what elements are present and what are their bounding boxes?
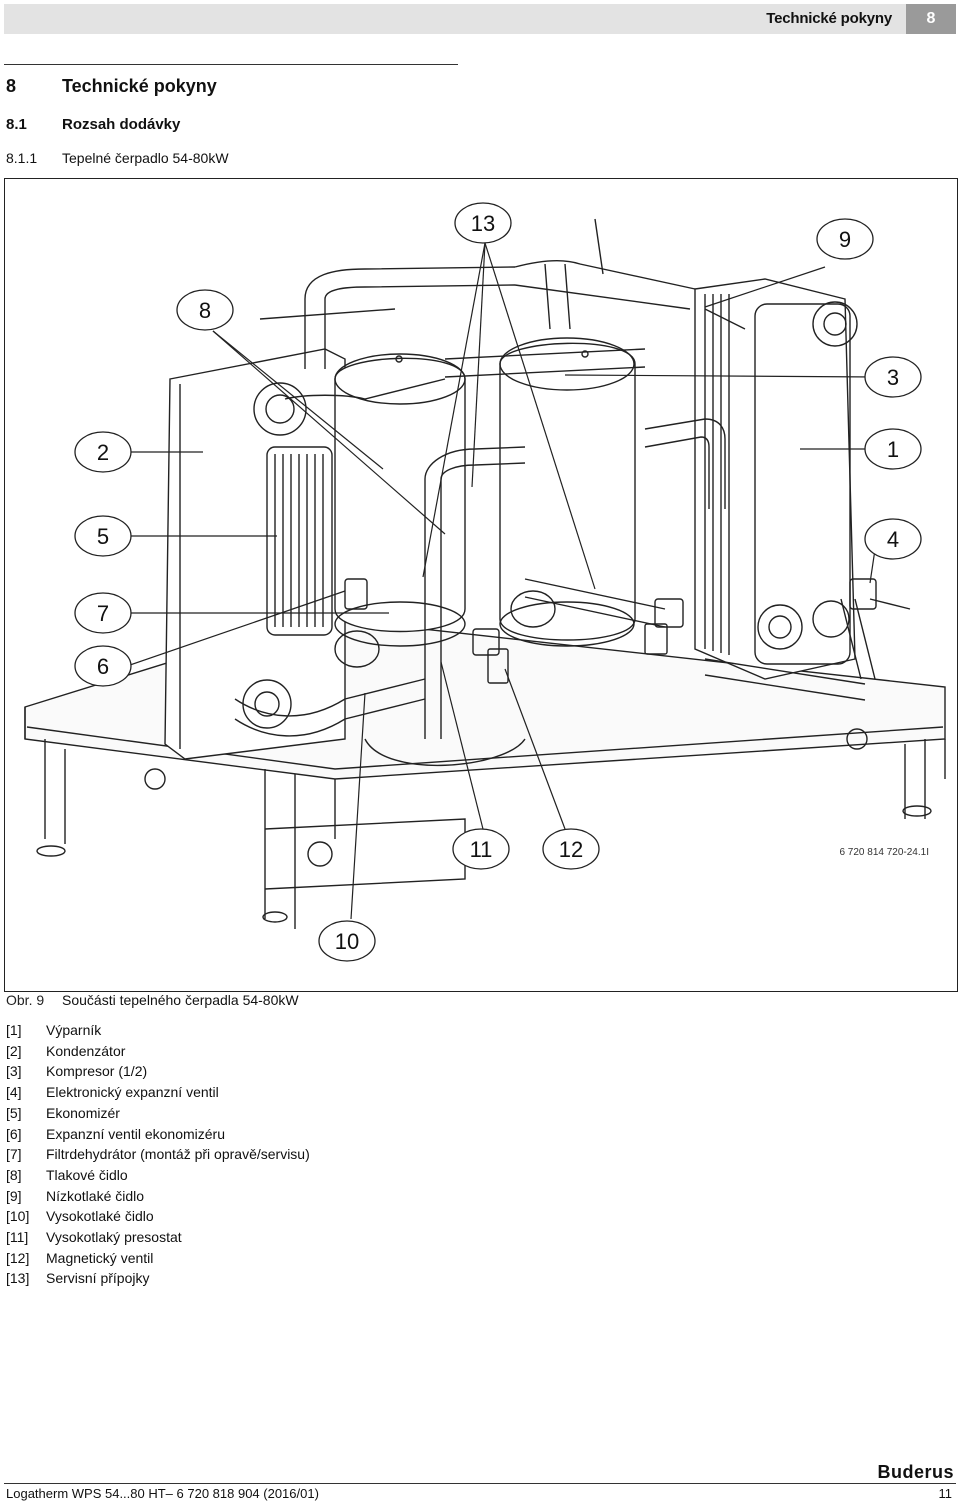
legend-item: [8] Tlakové čidlo [6, 1165, 310, 1186]
legend-text: Vysokotlaké čidlo [46, 1208, 154, 1225]
svg-text:5: 5 [97, 524, 109, 549]
legend-text: Nízkotlaké čidlo [46, 1187, 145, 1204]
callouts: 13 9 8 3 2 1 5 [74, 202, 922, 962]
callout-13: 13 [454, 202, 512, 244]
svg-text:4: 4 [887, 527, 899, 552]
legend-key: [11] [6, 1229, 29, 1246]
figure-code: 6 720 814 720-24.1I [839, 847, 929, 858]
svg-text:13: 13 [471, 211, 495, 236]
legend-key: [8] [6, 1166, 22, 1183]
header-divider [4, 64, 458, 65]
legend-key: [1] [6, 1022, 22, 1038]
legend-item: [2] Kondenzátor [6, 1041, 310, 1062]
svg-text:11: 11 [470, 837, 493, 862]
callout-10: 10 [318, 920, 376, 962]
svg-text:10: 10 [335, 929, 359, 954]
callout-5: 5 [74, 515, 132, 557]
svg-text:1: 1 [887, 437, 899, 462]
legend-text: Výparník [46, 1022, 102, 1038]
callout-7: 7 [74, 592, 132, 634]
callout-1: 1 [864, 428, 922, 470]
subsection-heading: 8.1.1 Tepelné čerpadlo 54-80kW [6, 150, 229, 166]
legend-item: [12] Magnetický ventil [6, 1248, 310, 1269]
chapter-heading-number: 8 [6, 76, 17, 96]
figure-caption-label: Obr. 9 [6, 992, 45, 1008]
callout-6: 6 [74, 645, 132, 687]
page-header: Technické pokyny 8 [0, 0, 960, 38]
svg-text:6: 6 [97, 654, 109, 679]
legend-text: Ekonomizér [46, 1104, 120, 1121]
legend-item: [5] Ekonomizér [6, 1103, 310, 1124]
svg-text:8: 8 [199, 298, 211, 323]
section-heading-number: 8.1 [6, 116, 27, 133]
callout-2: 2 [74, 431, 132, 473]
brand-logo: Buderus [877, 1462, 954, 1482]
legend-key: [12] [6, 1249, 30, 1266]
callout-9: 9 [816, 218, 874, 260]
page-number: 11 [938, 1486, 953, 1501]
legend-item: [13] Servisní přípojky [6, 1268, 310, 1289]
chapter-heading-text: Technické pokyny [62, 76, 217, 96]
legend-text: Kompresor (1/2) [46, 1063, 148, 1080]
legend-key: [9] [6, 1187, 22, 1204]
legend-key: [13] [6, 1270, 30, 1287]
legend-text: Vysokotlaký presostat [46, 1229, 182, 1246]
legend-key: [5] [6, 1104, 22, 1121]
legend-item: [7] Filtrdehydrátor (montáž při opravě/se… [6, 1144, 310, 1165]
legend-text: Servisní přípojky [46, 1270, 150, 1287]
svg-text:2: 2 [97, 440, 109, 465]
legend-item: [6] Expanzní ventil ekonomizéru [6, 1124, 310, 1145]
legend-item: [4] Elektronický expanzní ventil [6, 1082, 310, 1103]
legend-key: [10] [6, 1208, 30, 1225]
legend-text: Tlakové čidlo [46, 1166, 128, 1183]
callout-11: 11 [452, 828, 510, 870]
figure-caption-text: Součásti tepelného čerpadla 54-80kW [62, 992, 299, 1008]
callout-3: 3 [864, 356, 922, 398]
subsection-heading-number: 8.1.1 [6, 150, 38, 166]
component-legend: [1] Výparník [2] Kondenzátor [3] Kompresor … [6, 1020, 310, 1289]
footer-divider [4, 1483, 956, 1484]
legend-text: Kondenzátor [46, 1042, 126, 1059]
machine-line-drawing [24, 218, 946, 929]
legend-text: Magnetický ventil [46, 1249, 154, 1266]
legend-key: [7] [6, 1146, 22, 1163]
svg-text:7: 7 [97, 601, 109, 626]
svg-text:3: 3 [887, 365, 899, 390]
svg-text:12: 12 [559, 837, 583, 862]
svg-text:9: 9 [839, 227, 851, 252]
section-heading: 8.1 Rozsah dodávky [6, 116, 180, 133]
figure-caption: Obr. 9 Součásti tepelného čerpadla 54-80k… [6, 992, 299, 1008]
heat-pump-figure: 13 9 8 3 2 1 5 [4, 178, 958, 992]
heat-pump-drawing: 13 9 8 3 2 1 5 [24, 202, 946, 962]
header-chapter-number: 8 [906, 4, 956, 34]
legend-key: [4] [6, 1084, 22, 1101]
header-title: Technické pokyny [766, 10, 892, 27]
legend-item: [1] Výparník [6, 1020, 310, 1041]
callout-4: 4 [864, 518, 922, 560]
subsection-heading-text: Tepelné čerpadlo 54-80kW [62, 150, 229, 166]
legend-key: [2] [6, 1042, 22, 1059]
legend-item: [10] Vysokotlaké čidlo [6, 1206, 310, 1227]
header-band [4, 4, 906, 34]
legend-text: Elektronický expanzní ventil [46, 1084, 219, 1101]
section-heading-text: Rozsah dodávky [62, 116, 181, 133]
callout-12: 12 [542, 828, 600, 870]
legend-item: [3] Kompresor (1/2) [6, 1061, 310, 1082]
legend-key: [3] [6, 1063, 22, 1080]
legend-text: Expanzní ventil ekonomizéru [46, 1125, 225, 1142]
footer-document-id: Logatherm WPS 54...80 HT– 6 720 818 904 … [6, 1486, 319, 1501]
chapter-heading: 8 Technické pokyny [6, 76, 217, 97]
legend-item: [9] Nízkotlaké čidlo [6, 1186, 310, 1207]
leader-lines [126, 242, 878, 920]
callout-8: 8 [176, 289, 234, 331]
legend-item: [11] Vysokotlaký presostat [6, 1227, 310, 1248]
legend-text: Filtrdehydrátor (montáž při opravě/servi… [46, 1146, 310, 1163]
legend-key: [6] [6, 1125, 22, 1142]
